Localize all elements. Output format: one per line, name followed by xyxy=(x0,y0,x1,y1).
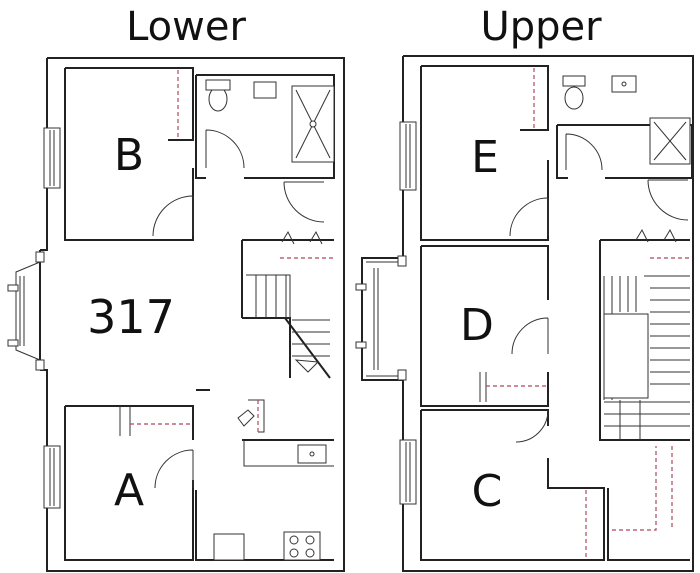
room-e-door xyxy=(509,197,549,237)
upper-bathroom-door xyxy=(565,133,603,171)
upper-hall-door xyxy=(647,179,689,221)
lower-floor-plan: Lower B 317 A xyxy=(7,4,345,572)
room-label-e: E xyxy=(471,132,499,183)
lower-bay-window xyxy=(15,261,41,361)
room-c-wall xyxy=(420,409,605,561)
room-d-wall xyxy=(420,245,549,407)
lower-closet-small xyxy=(237,399,265,433)
lower-stair-treads xyxy=(246,274,330,373)
lower-window-b xyxy=(43,127,61,189)
upper-floor-plan: Upper E D C xyxy=(355,4,694,572)
lower-bay-post-bottom xyxy=(35,359,45,371)
lower-stair-markers xyxy=(281,230,323,245)
room-c-door xyxy=(515,409,549,443)
lower-bay-bracket-top xyxy=(7,284,19,292)
lower-bathroom-door xyxy=(205,129,245,169)
room-label-d: D xyxy=(460,300,494,351)
room-b-door xyxy=(152,195,194,237)
room-label-c: C xyxy=(472,466,503,517)
upper-bay-glass xyxy=(373,268,379,370)
upper-floor-title: Upper xyxy=(480,4,602,50)
lower-fridge xyxy=(213,533,245,561)
lower-entry-door xyxy=(283,181,325,223)
upper-toilet xyxy=(564,86,584,110)
lower-window-a xyxy=(43,445,61,509)
upper-utility-closet xyxy=(612,446,673,531)
lower-bay-bracket-bottom xyxy=(7,339,19,347)
lower-bay-glass xyxy=(19,276,25,346)
room-d-door xyxy=(511,317,549,355)
lower-outer-wall xyxy=(40,57,345,572)
unit-number: 317 xyxy=(87,290,175,344)
room-label-b: B xyxy=(114,130,144,181)
upper-bathroom-wall xyxy=(556,124,693,179)
lower-bay-post-top xyxy=(35,251,45,263)
upper-window-c xyxy=(399,439,417,505)
upper-bay-bracket-bottom xyxy=(355,341,367,349)
lower-stove xyxy=(283,531,321,561)
upper-bay-bracket-top xyxy=(355,283,367,291)
lower-stair-wall xyxy=(241,239,334,379)
lower-sink xyxy=(253,81,277,99)
lower-toilet xyxy=(208,86,228,112)
lower-floor-title: Lower xyxy=(126,4,246,50)
upper-stair-treads xyxy=(603,275,690,440)
upper-window-e xyxy=(399,121,417,191)
room-label-a: A xyxy=(114,465,144,516)
room-a-wall xyxy=(64,405,194,561)
room-a-door xyxy=(154,449,194,489)
